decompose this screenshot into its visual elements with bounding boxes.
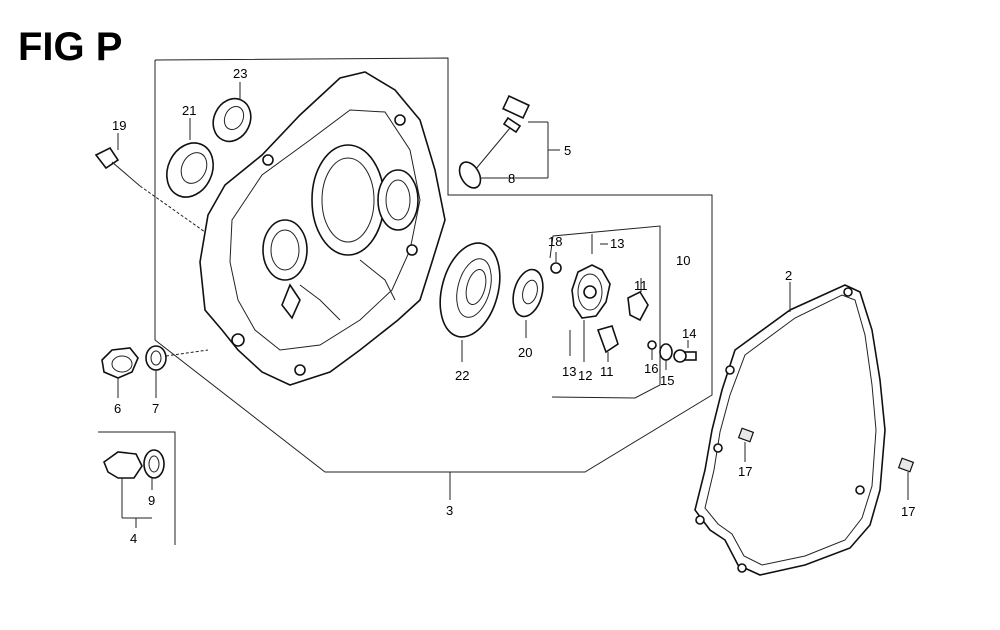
label-9: 9 [148, 493, 155, 508]
label-18: 18 [548, 234, 562, 249]
group-bracket-4 [98, 431, 176, 545]
label-19: 19 [112, 118, 126, 133]
label-13b: 13 [562, 364, 576, 379]
label-14: 14 [682, 326, 696, 341]
crankcase-cover [199, 71, 446, 386]
label-10: 10 [676, 253, 690, 268]
label-3: 3 [446, 503, 453, 518]
oil-level-sensor-5 [458, 94, 560, 189]
gasket-2 [694, 282, 886, 576]
label-11b: 11 [600, 364, 614, 379]
washer-7 [145, 345, 209, 398]
label-8: 8 [508, 171, 515, 186]
bearing-23 [212, 82, 252, 143]
label-23: 23 [233, 66, 247, 81]
figure-title: FIG P [18, 25, 122, 69]
label-13a: 13 [610, 236, 624, 251]
label-12: 12 [578, 368, 592, 383]
label-6: 6 [114, 401, 121, 416]
label-21: 21 [182, 103, 196, 118]
flange-bolt-19 [94, 133, 206, 233]
oil-pump-assembly-10 [550, 234, 697, 370]
label-17a: 17 [738, 464, 752, 479]
group-bracket-3 [154, 57, 713, 473]
label-11a: 11 [634, 278, 648, 293]
group-bracket-10 [549, 225, 661, 399]
ball-bearing-22 [439, 242, 501, 362]
label-2: 2 [785, 268, 792, 283]
dowel-pin-17b [897, 457, 915, 500]
label-4: 4 [130, 531, 137, 546]
label-15: 15 [660, 373, 674, 388]
drain-plug-6 [101, 347, 139, 398]
label-17b: 17 [901, 504, 915, 519]
label-20: 20 [518, 345, 532, 360]
oil-filler-cap-4 [103, 451, 152, 528]
label-16: 16 [644, 361, 658, 376]
o-ring-9 [143, 449, 165, 490]
dowel-pin-17a [737, 427, 755, 462]
label-7: 7 [152, 401, 159, 416]
label-22: 22 [455, 368, 469, 383]
label-5: 5 [564, 143, 571, 158]
oil-seal-21 [166, 118, 214, 198]
oil-seal-20 [512, 268, 544, 338]
